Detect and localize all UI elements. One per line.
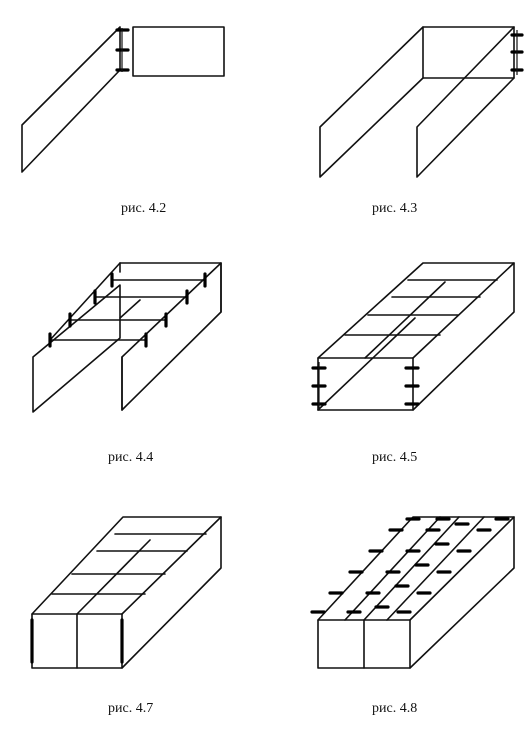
joint-ticks: [311, 362, 420, 408]
joint-ticks: [48, 272, 207, 348]
joint-ticks: [510, 30, 524, 75]
top-right-edge: [409, 516, 515, 621]
right-side-panel: [416, 26, 515, 178]
cross-rails: [49, 279, 206, 341]
top-right-edge: [121, 516, 222, 615]
left-side-panel: [319, 26, 424, 178]
side-panel: [21, 26, 121, 173]
figure-4-3: рис. 4.3: [319, 26, 524, 216]
top-right-edge: [412, 262, 515, 359]
end-panel: [132, 26, 225, 77]
inner-floor-edge: [317, 317, 416, 411]
joint-ticks: [115, 28, 130, 72]
joint-ticks: [310, 517, 510, 614]
figure-4-7: рис. 4.7: [30, 516, 222, 716]
caption-4-4: рис. 4.4: [108, 450, 153, 465]
caption-4-8: рис. 4.8: [372, 701, 417, 716]
box-outline: [317, 262, 515, 411]
left-side-panel: [32, 284, 121, 413]
box-outline: [317, 516, 515, 669]
figure-4-4: рис. 4.4: [32, 262, 222, 465]
figure-4-5: рис. 4.5: [311, 262, 515, 465]
top-diagonals: [344, 516, 485, 621]
figure-4-2: рис. 4.2: [21, 26, 225, 216]
left-top-rail: [49, 262, 121, 341]
caption-4-3: рис. 4.3: [372, 201, 417, 216]
top-grid: [344, 279, 498, 359]
top-grid: [51, 533, 207, 615]
caption-4-7: рис. 4.7: [108, 701, 153, 716]
box-outline: [31, 516, 222, 669]
joint-ticks: [30, 618, 124, 664]
caption-4-5: рис. 4.5: [372, 450, 417, 465]
caption-4-2: рис. 4.2: [121, 201, 166, 216]
figure-4-8: рис. 4.8: [310, 516, 515, 716]
